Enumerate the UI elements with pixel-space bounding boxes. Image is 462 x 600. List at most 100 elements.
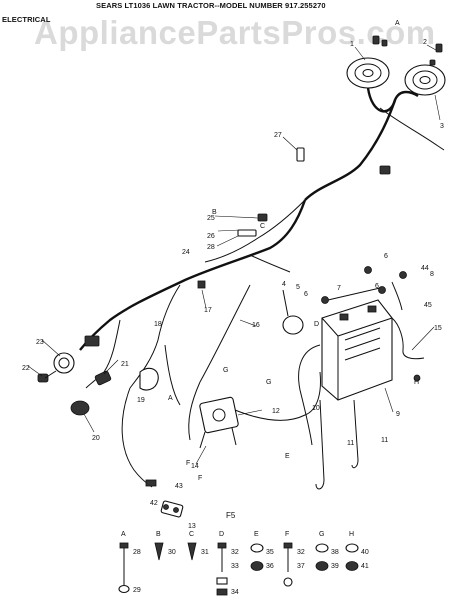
hardware-letter-e: E: [254, 531, 259, 538]
callout-2: 2: [423, 39, 427, 46]
solenoid-part-12: [199, 396, 239, 449]
page-title: SEARS LT1036 LAWN TRACTOR--MODEL NUMBER …: [96, 1, 326, 10]
hardware-head-5: [283, 542, 293, 549]
hardware-nut-7: [345, 561, 359, 571]
nut-part-6b: [378, 286, 386, 294]
callout-24: 24: [182, 249, 190, 256]
callout-letter-g2: G: [266, 379, 271, 386]
hardware-callout-bottom-6: 39: [331, 563, 339, 570]
spark-plug-cap-4: [282, 289, 304, 335]
clip-part-17: [197, 280, 206, 289]
callout-19: 19: [137, 397, 145, 404]
hardware-callout-top-4: 35: [266, 549, 274, 556]
hardware-plate-d: [216, 588, 228, 596]
callout-25: 25: [207, 215, 215, 222]
callout-11a: 11: [347, 440, 354, 447]
hardware-letter-g: G: [319, 531, 324, 538]
callout-16: 16: [252, 322, 260, 329]
callout-27: 27: [274, 132, 282, 139]
hardware-washer-6: [315, 543, 329, 553]
battery-holddown-part-7: [327, 287, 381, 301]
hardware-letter-b: B: [156, 531, 161, 538]
callout-23: 23: [36, 339, 44, 346]
ignition-switch: [37, 352, 75, 383]
bracket-part-27: [296, 147, 305, 162]
switch-part-21: [94, 370, 112, 386]
connector-part-25: [257, 213, 268, 222]
nut-part-6: [364, 266, 372, 274]
callout-letter-e: E: [285, 453, 290, 460]
section-label: ELECTRICAL: [2, 15, 51, 24]
hardware-head-3: [217, 542, 227, 549]
hardware-letter-c: C: [189, 531, 194, 538]
bulb-part-2: [429, 43, 443, 66]
callout-20: 20: [92, 435, 100, 442]
callout-43: 43: [175, 483, 183, 490]
callout-42: 42: [150, 500, 158, 507]
wiring-harness: [79, 87, 445, 488]
seat-switch-part-19: [139, 367, 159, 391]
callout-14: 14: [191, 463, 199, 470]
hardware-callout-extra-3: 34: [231, 589, 239, 596]
bracket-part-28: [237, 229, 257, 237]
callout-letter-c: C: [260, 223, 265, 230]
headlight-right: [404, 64, 446, 96]
callout-letter-h: H: [414, 379, 419, 386]
callout-17: 17: [204, 307, 212, 314]
battery-part-9: [321, 299, 393, 401]
callout-letter-g1: G: [223, 367, 228, 374]
hardware-nut-4: [250, 561, 264, 571]
callout-13: 13: [188, 523, 196, 530]
hardware-callout-top-7: 40: [361, 549, 369, 556]
callout-letter-d: D: [314, 321, 319, 328]
knob-part-20: [70, 400, 90, 416]
hardware-screw-2: [187, 542, 197, 561]
callout-letter-b: B: [212, 209, 217, 216]
callout-11b: 11: [381, 437, 388, 444]
hardware-callout-top-1: 30: [168, 549, 176, 556]
terminal-part-42: [145, 479, 157, 487]
hardware-letter-h: H: [349, 531, 354, 538]
callout-21: 21: [121, 361, 129, 368]
watermark: AppliancePartsPros.com: [34, 14, 436, 51]
hardware-nut-a: [118, 584, 130, 594]
callout-10: 10: [312, 405, 320, 412]
hardware-head-0: [119, 542, 129, 549]
callout-6b: 6: [375, 283, 379, 290]
hardware-callout-bottom-5: 37: [297, 563, 305, 570]
callout-9: 9: [396, 411, 400, 418]
hardware-callout-top-3: 32: [231, 549, 239, 556]
callout-15: 15: [434, 325, 442, 332]
callout-22: 22: [22, 365, 30, 372]
callout-44: 44: [421, 265, 429, 272]
hardware-washer-7: [345, 543, 359, 553]
callout-6c: 6: [304, 291, 308, 298]
hardware-nut-f: [283, 577, 293, 587]
connector-part-23: [84, 335, 100, 347]
callout-8: 8: [430, 271, 434, 278]
hardware-letter-d: D: [219, 531, 224, 538]
leader-lines: [27, 44, 441, 465]
hardware-callout-top-0: 28: [133, 549, 141, 556]
callout-3: 3: [440, 123, 444, 130]
figure-label: F5: [226, 511, 236, 520]
hardware-nut-6: [315, 561, 329, 571]
callout-letter-f1: F: [186, 460, 190, 467]
callout-12: 12: [272, 408, 280, 415]
callout-labels: 1 2 3 4 5 6 6 6 7 8 9 10 11 11 12 13 14 …: [22, 20, 444, 530]
callout-letter-a-top: A: [395, 20, 400, 27]
callout-4: 4: [282, 281, 286, 288]
callout-1: 1: [350, 41, 354, 48]
battery-cable-part-10: [298, 344, 321, 446]
callout-26: 26: [207, 233, 215, 240]
callout-5: 5: [296, 284, 300, 291]
callout-letter-f2: F: [198, 475, 202, 482]
bolt-part-5: [321, 296, 329, 304]
hardware-callout-bottom-7: 41: [361, 563, 369, 570]
hardware-letter-a: A: [121, 531, 126, 538]
callout-28: 28: [207, 244, 215, 251]
callout-6a: 6: [384, 253, 388, 260]
hardware-callout-top-6: 38: [331, 549, 339, 556]
